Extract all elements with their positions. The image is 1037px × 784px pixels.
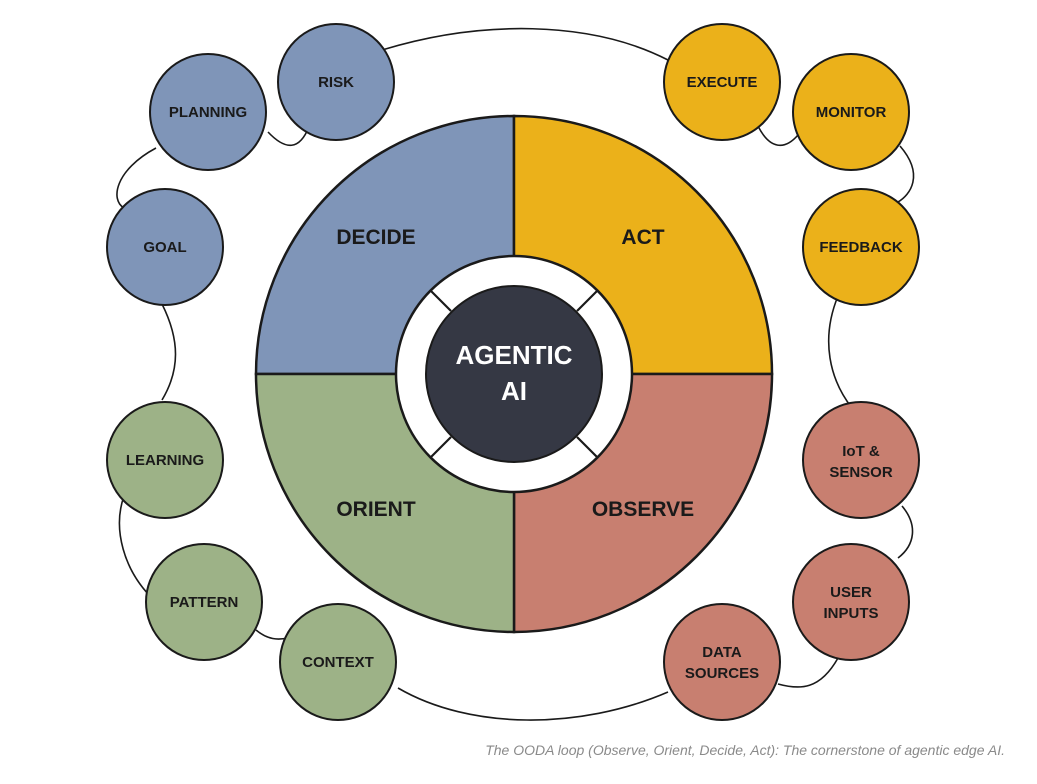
node-iot-sensor-circle: [802, 401, 920, 519]
connector-risk-execute: [381, 27, 669, 61]
node-risk-circle: [277, 23, 395, 141]
node-planning-label: PLANNING: [169, 104, 247, 121]
ring-divider-se: [576, 436, 598, 458]
node-goal-label: GOAL: [143, 239, 186, 256]
ring-dividers: [430, 290, 598, 458]
connector-feedback-iot: [827, 295, 853, 409]
node-pattern[interactable]: PATTERN: [145, 543, 263, 661]
node-risk[interactable]: RISK: [277, 23, 395, 141]
node-data-sources[interactable]: DATA SOURCES: [663, 603, 781, 721]
node-execute-label: EXECUTE: [687, 74, 758, 91]
connector-goal-learning: [161, 303, 177, 401]
ring-divider-sw: [430, 436, 452, 458]
node-context[interactable]: CONTEXT: [279, 603, 397, 721]
node-user-inputs-circle: [792, 543, 910, 661]
node-learning-circle: [106, 401, 224, 519]
core-label-line1: AGENTIC: [456, 340, 573, 370]
node-iot-label-line1: IoT &: [842, 443, 880, 460]
connector-lines: [116, 27, 915, 721]
decide-label: DECIDE: [336, 226, 415, 249]
node-data-label-line1: DATA: [702, 644, 742, 661]
node-monitor[interactable]: MONITOR: [792, 53, 910, 171]
observe-label: OBSERVE: [592, 498, 694, 521]
orient-label: ORIENT: [336, 498, 416, 521]
node-feedback[interactable]: FEEDBACK: [802, 188, 920, 306]
connector-user-data: [777, 657, 839, 688]
act-label: ACT: [621, 226, 664, 249]
node-learning-label: LEARNING: [126, 452, 204, 469]
node-user-label-line1: USER: [830, 584, 872, 601]
node-execute-circle: [663, 23, 781, 141]
node-data-sources-circle: [663, 603, 781, 721]
node-monitor-circle: [792, 53, 910, 171]
node-iot-label-line2: SENSOR: [829, 464, 893, 481]
agentic-ai-core[interactable]: [425, 285, 603, 463]
connector-execute-monitor: [757, 125, 799, 146]
node-feedback-circle: [802, 188, 920, 306]
node-monitor-label: MONITOR: [816, 104, 887, 121]
figure-caption: The OODA loop (Observe, Orient, Decide, …: [485, 742, 1005, 758]
connector-planning-goal: [116, 147, 157, 209]
node-goal-circle: [106, 188, 224, 306]
ring-divider-ne: [576, 290, 598, 312]
connector-iot-user: [897, 505, 914, 559]
node-goal[interactable]: GOAL: [106, 188, 224, 306]
connector-pattern-context: [255, 629, 289, 640]
connector-monitor-feedback: [897, 145, 915, 203]
core-label-line2: AI: [501, 376, 527, 406]
node-planning[interactable]: PLANNING: [149, 53, 267, 171]
node-pattern-label: PATTERN: [170, 594, 239, 611]
node-context-label: CONTEXT: [302, 654, 374, 671]
ring-divider-nw: [430, 290, 452, 312]
node-data-label-line2: SOURCES: [685, 665, 759, 682]
node-risk-label: RISK: [318, 74, 354, 91]
node-user-inputs[interactable]: USER INPUTS: [792, 543, 910, 661]
node-user-label-line2: INPUTS: [823, 605, 878, 622]
node-feedback-label: FEEDBACK: [819, 239, 903, 256]
connector-context-data: [397, 687, 669, 721]
node-iot-sensor[interactable]: IoT & SENSOR: [802, 401, 920, 519]
node-planning-circle: [149, 53, 267, 171]
node-execute[interactable]: EXECUTE: [663, 23, 781, 141]
node-learning[interactable]: LEARNING: [106, 401, 224, 519]
node-pattern-circle: [145, 543, 263, 661]
connector-learning-pattern: [118, 495, 151, 597]
node-context-circle: [279, 603, 397, 721]
